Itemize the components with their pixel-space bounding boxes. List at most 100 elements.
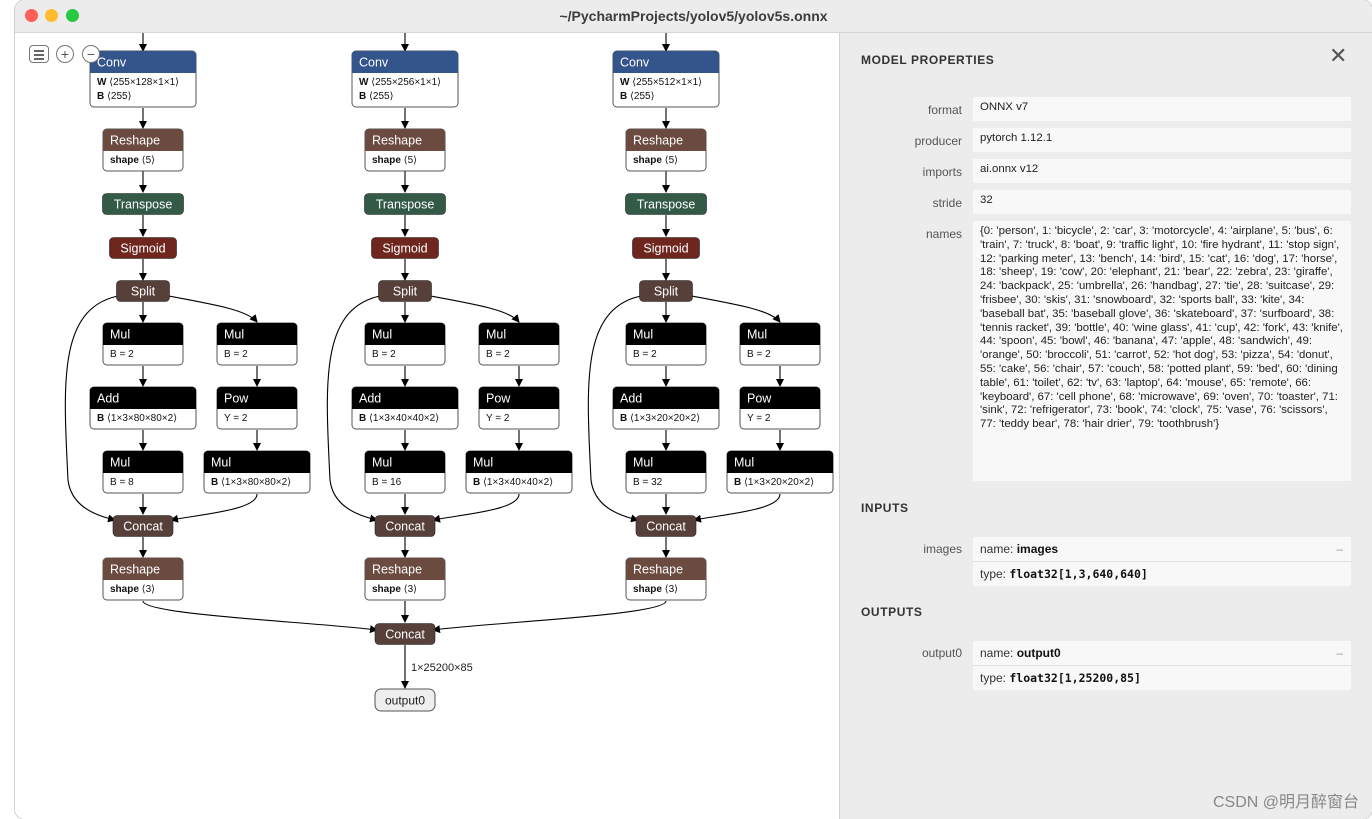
input-images-box[interactable]: name: images– type: float32[1,3,640,640]: [973, 537, 1351, 586]
branch2-mul-b-node[interactable]: Mul B = 2: [478, 322, 560, 366]
branch2-split-node[interactable]: Split: [378, 280, 432, 302]
branch2-mul-a-node-title: Mul: [372, 328, 392, 342]
zoom-in-button[interactable]: +: [56, 45, 74, 63]
branch3-mul-c-node[interactable]: Mul B = 32: [625, 450, 707, 494]
branch3-mul-c-node-attr: B = 32: [633, 477, 663, 488]
outputs-section-title: OUTPUTS: [861, 605, 923, 619]
collapse-icon[interactable]: –: [1336, 542, 1343, 556]
branch2-sigmoid-node[interactable]: Sigmoid: [371, 237, 439, 259]
branch3-reshape-node-attr: shape ⟨5⟩: [633, 155, 678, 166]
input-name: images: [1016, 542, 1059, 556]
branch3-sigmoid-node[interactable]: Sigmoid: [632, 237, 700, 259]
title-bar: ~/PycharmProjects/yolov5/yolov5s.onnx: [15, 0, 1372, 33]
branch1-edge: [162, 294, 258, 323]
output0-node[interactable]: output0: [374, 688, 436, 712]
branch3-edge-bypass: [587, 294, 647, 523]
branch2-conv-node-attr: B ⟨255⟩: [359, 91, 394, 102]
branch1-transpose-node[interactable]: Transpose: [102, 193, 184, 215]
branch3-conv-node-title: Conv: [620, 56, 650, 70]
branch2-mul-b-node-attr: B = 2: [486, 349, 510, 360]
branch1-mul-b-node-title: Mul: [224, 328, 244, 342]
branch3-mul-d-node[interactable]: Mul B ⟨1×3×20×20×2⟩: [726, 450, 834, 494]
edge-to-final: [142, 600, 378, 634]
branch3-conv-node[interactable]: Conv W ⟨255×512×1×1⟩ B ⟨255⟩: [612, 50, 720, 108]
branch2-concat-node[interactable]: Concat: [374, 515, 436, 537]
input-label-images: images: [923, 542, 962, 556]
branch3-split-node[interactable]: Split: [639, 280, 693, 302]
sidebar-menu-button[interactable]: [29, 45, 49, 63]
branch1-reshape-node[interactable]: Reshape shape ⟨5⟩: [102, 128, 184, 172]
branch3-mul-c-node-title: Mul: [633, 456, 653, 470]
branch3-reshape-out-node-attr: shape ⟨3⟩: [633, 584, 678, 595]
branch3-edge: [685, 294, 781, 323]
branch3-reshape-node-title: Reshape: [633, 134, 683, 148]
output-name-row: name: output0–: [973, 641, 1351, 665]
final-concat-node[interactable]: Concat: [374, 623, 436, 645]
branch2-mul-b-node-title: Mul: [486, 328, 506, 342]
branch2-mul-a-node[interactable]: Mul B = 2: [364, 322, 446, 366]
branch1-reshape-node-title: Reshape: [110, 134, 160, 148]
branch3-conv-node-attr: W ⟨255×512×1×1⟩: [620, 77, 702, 88]
branch2-sigmoid-node-label: Sigmoid: [382, 242, 427, 256]
branch3-mul-a-node-title: Mul: [633, 328, 653, 342]
collapse-icon[interactable]: –: [1336, 646, 1343, 660]
branch1-conv-node-attr: W ⟨255×128×1×1⟩: [97, 77, 179, 88]
branch1-sigmoid-node[interactable]: Sigmoid: [109, 237, 177, 259]
prop-label-producer: producer: [914, 134, 962, 148]
branch3-transpose-node-label: Transpose: [637, 198, 696, 212]
app-window: ~/PycharmProjects/yolov5/yolov5s.onnx Co…: [15, 0, 1372, 819]
type-prefix: type:: [980, 671, 1010, 685]
branch1-add-node-attr: B ⟨1×3×80×80×2⟩: [97, 413, 177, 424]
output-output0-box[interactable]: name: output0– type: float32[1,25200,85]: [973, 641, 1351, 690]
branch2-pow-node-attr: Y = 2: [486, 413, 510, 424]
branch3-transpose-node[interactable]: Transpose: [625, 193, 707, 215]
close-window-button[interactable]: [25, 9, 38, 22]
close-panel-button[interactable]: ✕: [1329, 43, 1348, 68]
branch1-split-node[interactable]: Split: [116, 280, 170, 302]
branch2-edge: [432, 493, 520, 523]
branch1-reshape-node-attr: shape ⟨5⟩: [110, 155, 155, 166]
branch2-reshape-node-title: Reshape: [372, 134, 422, 148]
branch1-concat-node[interactable]: Concat: [112, 515, 174, 537]
branch3-concat-node[interactable]: Concat: [635, 515, 697, 537]
branch2-mul-d-node-attr: B ⟨1×3×40×40×2⟩: [473, 477, 553, 488]
prop-value-imports: ai.onnx v12: [973, 159, 1351, 183]
branch3-mul-d-node-attr: B ⟨1×3×20×20×2⟩: [734, 477, 814, 488]
branch3-pow-node-attr: Y = 2: [747, 413, 771, 424]
name-prefix: name:: [980, 542, 1017, 556]
branch3-reshape-node[interactable]: Reshape shape ⟨5⟩: [625, 128, 707, 172]
branch3-split-node-label: Split: [654, 285, 679, 299]
branch3-mul-d-node-title: Mul: [734, 456, 754, 470]
branch2-mul-a-node-attr: B = 2: [372, 349, 396, 360]
branch2-add-node-title: Add: [359, 392, 381, 406]
zoom-out-button[interactable]: −: [82, 45, 100, 63]
branch3-conv-node-attr: B ⟨255⟩: [620, 91, 655, 102]
branch3-mul-a-node-attr: B = 2: [633, 349, 657, 360]
branch1-concat-node-label: Concat: [123, 520, 163, 534]
minimize-window-button[interactable]: [45, 9, 58, 22]
branch3-mul-a-node[interactable]: Mul B = 2: [625, 322, 707, 366]
branch2-transpose-node[interactable]: Transpose: [364, 193, 446, 215]
maximize-window-button[interactable]: [66, 9, 79, 22]
